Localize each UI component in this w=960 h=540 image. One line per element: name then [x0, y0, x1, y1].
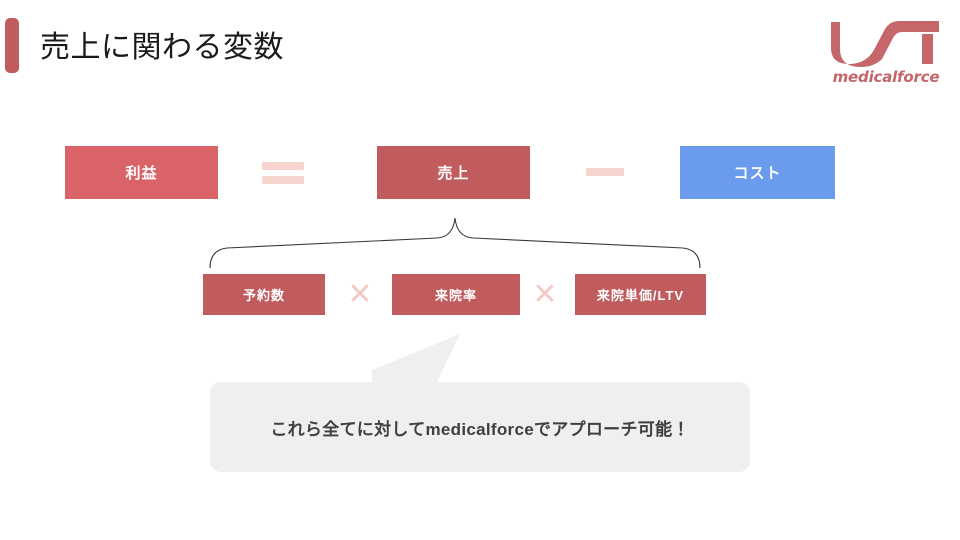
box-reservations: 予約数 [203, 274, 325, 315]
multiply-sign-icon-2: ✕ [532, 278, 558, 311]
medicalforce-logo: medicalforce [827, 18, 945, 86]
callout-bubble [210, 382, 750, 472]
page-title: 売上に関わる変数 [40, 31, 284, 64]
box-visit-rate: 来院率 [392, 274, 520, 315]
box-visit-unit-price-ltv: 来院単価/LTV [575, 274, 706, 315]
curly-brace-icon [209, 217, 701, 268]
multiply-sign-icon-1: ✕ [347, 278, 373, 311]
equals-sign-icon [262, 162, 304, 184]
callout-message: これら全てに対してmedicalforceでアプローチ可能！ [270, 419, 690, 439]
box-profit: 利益 [65, 146, 218, 199]
title-accent-bar [5, 18, 19, 73]
callout-tail [372, 334, 460, 388]
logo-wordmark: medicalforce [832, 68, 940, 86]
box-cost: コスト [680, 146, 835, 199]
box-revenue: 売上 [377, 146, 530, 199]
minus-sign-icon [586, 168, 624, 176]
logo-mark-icon [831, 21, 939, 67]
